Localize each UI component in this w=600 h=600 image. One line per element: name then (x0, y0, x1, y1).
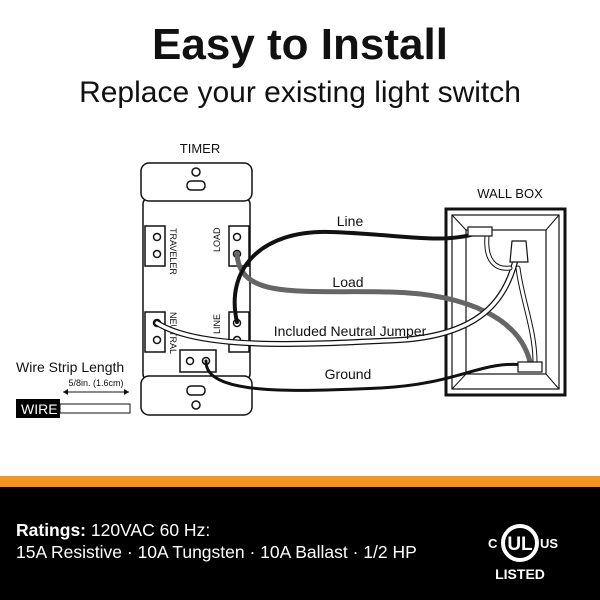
line-wire-label: Line (337, 213, 364, 229)
wall-box-label: WALL BOX (477, 186, 543, 201)
wire-strip-measure: 5/8in. (1.6cm) (68, 378, 123, 388)
neutral-wire-label: Included Neutral Jumper (274, 323, 427, 339)
ground-connector (517, 361, 543, 373)
timer-switch (140, 162, 253, 416)
wire-label: WIRE (21, 401, 58, 417)
ul-listed-logo: C UL US LISTED (488, 524, 558, 582)
load-wire-label: Load (332, 274, 363, 290)
ratings-text: Ratings: 120VAC 60 Hz: 15A Resistive · 1… (16, 519, 417, 563)
terminal-traveler-label: TRAVELER (168, 228, 178, 275)
wire-strip-guide: Wire Strip Length 5/8in. (1.6cm) WIRE (16, 359, 131, 418)
ratings-label: Ratings: (16, 520, 86, 540)
terminal-load-label: LOAD (212, 227, 222, 252)
page-title: Easy to Install (152, 20, 448, 69)
accent-band (0, 476, 600, 487)
wire-strip-title: Wire Strip Length (16, 359, 124, 375)
line-wire (232, 229, 480, 324)
ul-mark: UL (507, 534, 533, 555)
load-wire (234, 251, 533, 365)
timer-label: TIMER (180, 141, 220, 156)
ul-listed: LISTED (495, 566, 545, 582)
ratings-voltage: 120VAC 60 Hz: (86, 520, 211, 540)
ground-wire-label: Ground (325, 366, 372, 382)
ratings-loads: 15A Resistive · 10A Tungsten · 10A Balla… (16, 542, 417, 562)
wire-nut (509, 240, 529, 263)
terminal-line-label: LINE (212, 314, 222, 334)
ul-us: US (540, 536, 558, 551)
ul-c: C (488, 536, 498, 551)
page-subtitle: Replace your existing light switch (79, 76, 521, 109)
ground-wire (204, 359, 527, 392)
wiring-diagram: TIMER WALL BOX TRAVELER LOAD NEUTRAL LIN… (16, 141, 567, 418)
line-connector (467, 226, 493, 237)
ratings-footer: Ratings: 120VAC 60 Hz: 15A Resistive · 1… (0, 487, 600, 600)
